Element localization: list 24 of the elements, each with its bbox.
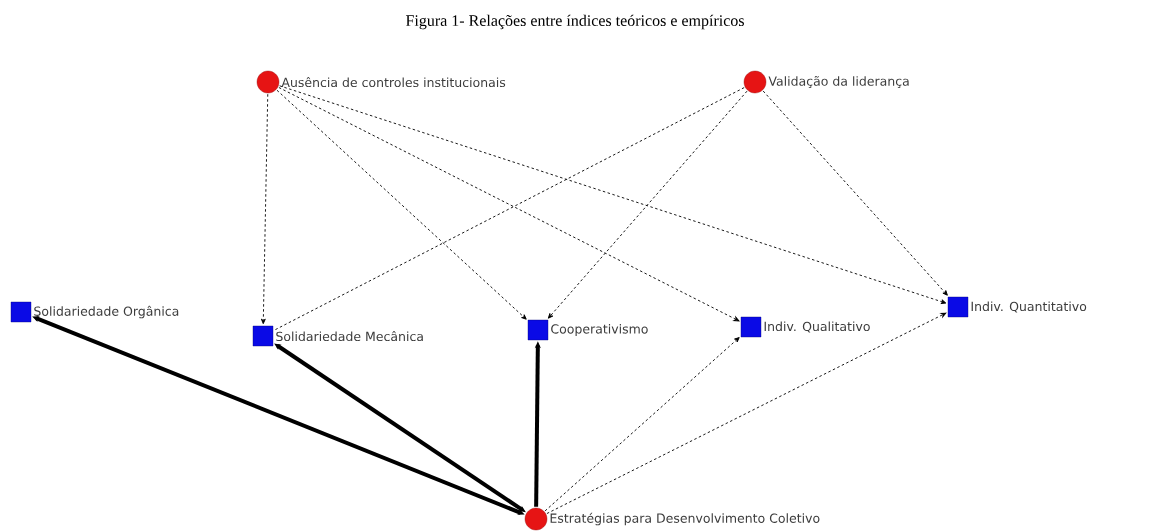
node-label: Solidariedade Orgânica <box>34 305 179 319</box>
node-label: Solidariedade Mecânica <box>276 330 423 342</box>
arrow <box>547 90 748 319</box>
node-label: Estratégias para Desenvolvimento Coletivo <box>550 512 820 526</box>
node-label: Ausência de controles institucionais <box>281 76 506 88</box>
arrow <box>279 85 947 304</box>
square-marker <box>10 301 32 323</box>
square-marker <box>740 316 762 338</box>
node-label: Indiv. Quantitativo <box>971 301 1087 313</box>
square-marker <box>252 325 274 347</box>
arrow <box>546 312 947 514</box>
arrow <box>260 93 269 325</box>
node-label: Indiv. Qualitativo <box>764 321 870 333</box>
node-label: Validação da liderança <box>768 75 909 89</box>
node-label: Cooperativismo <box>551 323 648 337</box>
square-marker <box>527 319 549 341</box>
figure-title: Figura 1- Relações entre índices teóricos e empíricos <box>405 14 744 30</box>
square-marker <box>947 296 969 318</box>
circle-marker <box>256 70 280 94</box>
arrow <box>276 89 527 320</box>
arrow <box>544 337 740 512</box>
arrow <box>762 90 948 296</box>
circle-marker <box>524 507 548 531</box>
circle-marker <box>743 70 767 94</box>
